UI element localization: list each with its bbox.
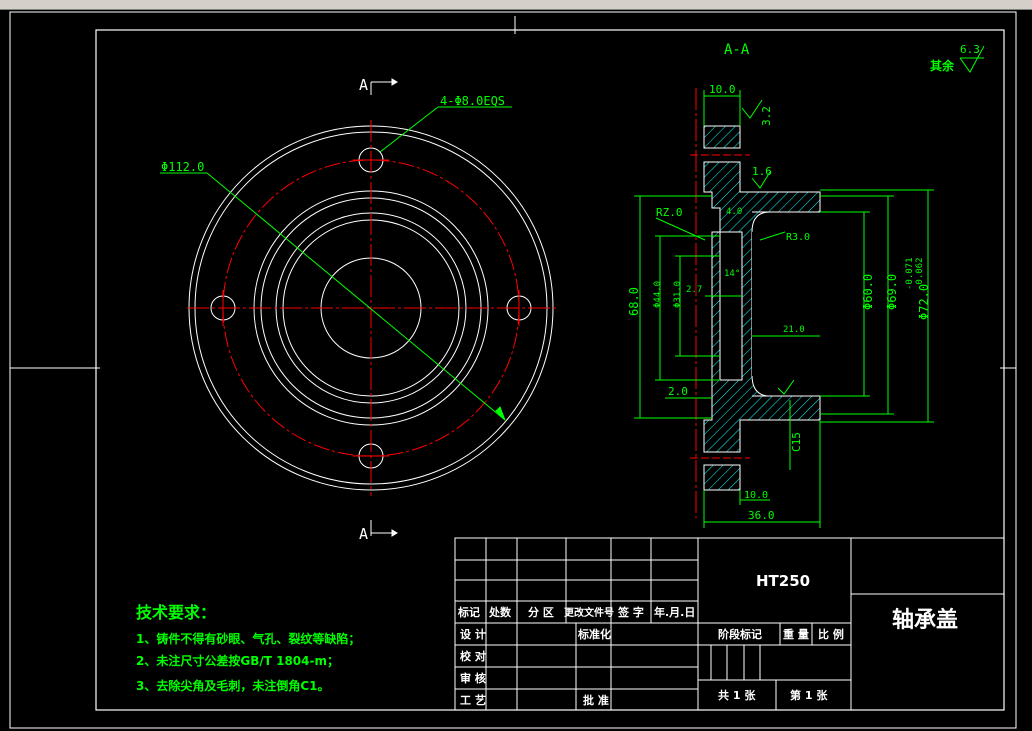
groove-recess xyxy=(719,231,743,381)
dim-31: Φ31.0 xyxy=(673,281,683,308)
tb-header-4: 签 字 xyxy=(617,605,644,619)
front-dimensions xyxy=(160,106,512,421)
dim-r3: R3.0 xyxy=(786,232,810,243)
dim-2-0: 2.0 xyxy=(668,385,688,398)
section-marker-top xyxy=(370,78,398,95)
section-view[interactable]: A-A xyxy=(627,42,934,528)
section-dimensions xyxy=(634,90,934,528)
role-standard: 标准化 xyxy=(577,627,611,641)
dim-4-0: 4.0 xyxy=(726,207,742,217)
role-check: 校 对 xyxy=(460,649,486,663)
front-centerlines xyxy=(187,120,556,496)
dim-44: Φ44.0 xyxy=(653,281,663,308)
section-marker-bottom-label: A xyxy=(359,525,368,543)
tb-header-3: 更改文件号 xyxy=(564,606,614,619)
dim-21: 21.0 xyxy=(783,325,805,335)
total-sheets: 共 1 张 xyxy=(718,688,756,702)
sheet-number: 第 1 张 xyxy=(790,688,828,702)
dim-2-7: 2.7 xyxy=(686,285,702,295)
dim-rz: RZ.0 xyxy=(656,206,683,219)
dim-69: Φ69.0 xyxy=(885,274,899,310)
dim-len-36: 36.0 xyxy=(748,509,775,522)
tech-req-item-1: 1、铸件不得有砂眼、气孔、裂纹等缺陷； xyxy=(136,631,360,646)
section-body-lower xyxy=(703,464,741,491)
section-title: A-A xyxy=(724,42,750,58)
svg-text:其余: 其余 xyxy=(930,58,955,73)
dim-angle: 14° xyxy=(724,269,740,279)
dim-1-6: 1.6 xyxy=(752,165,772,178)
hole-callout-label: 4-Φ8.0EQS xyxy=(440,94,505,108)
dim-72: Φ72.0 xyxy=(917,284,931,320)
role-review: 审 核 xyxy=(460,671,486,685)
dim-72-tol-lower: -0.062 xyxy=(915,257,925,290)
tb-header-0: 标记 xyxy=(457,605,480,619)
scale-label: 比 例 xyxy=(818,627,844,641)
role-design: 设 计 xyxy=(460,627,486,641)
tb-header-1: 处数 xyxy=(488,605,512,619)
window-top-strip xyxy=(0,0,1032,10)
dim-3-2: 3.2 xyxy=(760,106,773,126)
weight-label: 重 量 xyxy=(783,627,809,641)
technical-requirements: 技术要求： 1、铸件不得有砂眼、气孔、裂纹等缺陷； 2、未注尺寸公差按GB/T … xyxy=(136,603,360,693)
tb-header-2: 分 区 xyxy=(528,605,554,619)
roughness-note: 其余 6.3 xyxy=(930,43,985,73)
tech-req-item-2: 2、未注尺寸公差按GB/T 1804-m； xyxy=(136,653,339,668)
role-approve: 批 准 xyxy=(583,693,609,707)
tech-req-title: 技术要求： xyxy=(136,603,216,622)
bore-area xyxy=(752,232,820,376)
section-marker-top-label: A xyxy=(359,76,368,94)
dim-72-tol-upper: -0.071 xyxy=(905,257,915,290)
dim-len-10: 10.0 xyxy=(744,490,768,501)
material-label: HT250 xyxy=(756,572,810,590)
svg-text:6.3: 6.3 xyxy=(960,43,980,56)
role-process: 工 艺 xyxy=(460,693,486,707)
section-body-upper xyxy=(703,125,741,149)
dim-68: 68.0 xyxy=(627,287,641,316)
front-view[interactable]: A A Φ112.0 4-Φ8.0EQS xyxy=(160,76,556,543)
dim-c15: C15 xyxy=(790,432,803,452)
stage-mark: 阶段标记 xyxy=(718,627,762,641)
title-block xyxy=(454,537,1005,711)
tech-req-item-3: 3、去除尖角及毛刺，未注倒角C1。 xyxy=(136,678,330,693)
dim-flange-thk: 10.0 xyxy=(709,83,736,96)
dim-60: Φ60.0 xyxy=(861,274,875,310)
outer-diameter-label: Φ112.0 xyxy=(161,160,204,174)
tb-header-5: 年.月.日 xyxy=(654,605,695,619)
section-marker-bottom xyxy=(370,520,398,537)
part-name-label: 轴承盖 xyxy=(892,607,958,633)
